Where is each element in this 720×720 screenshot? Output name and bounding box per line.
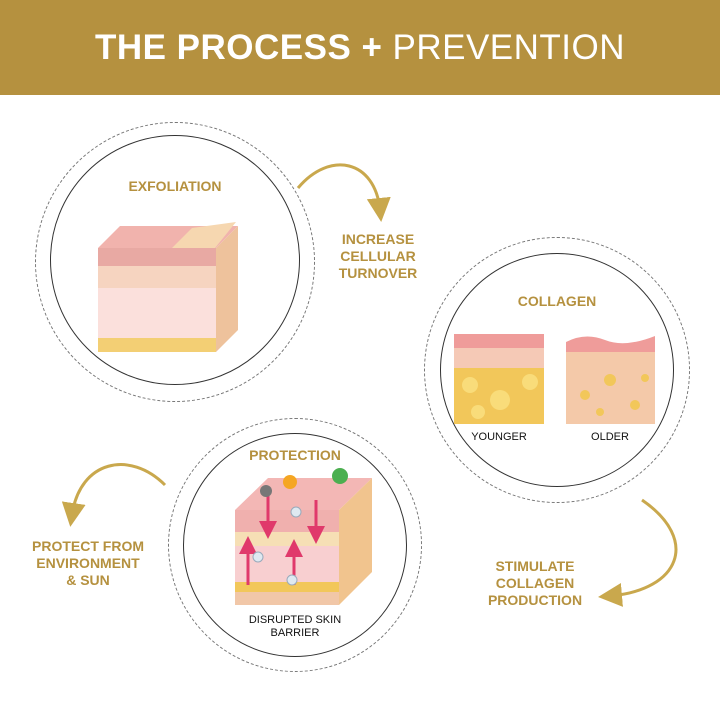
collagen-circle <box>440 253 674 487</box>
collagen-older-illustration <box>566 336 655 424</box>
protection-caption: DISRUPTED SKIN BARRIER <box>220 614 370 640</box>
collagen-dashed-ring <box>424 237 690 503</box>
collagen-younger-illustration <box>454 334 544 424</box>
protection-circle <box>183 433 407 657</box>
title-bold: THE PROCESS + <box>94 27 383 67</box>
exfoliation-skin-illustration <box>98 222 238 352</box>
label-line: STIMULATE <box>495 558 575 574</box>
protection-title: PROTECTION <box>249 447 341 463</box>
exfoliation-dashed-ring <box>35 122 315 402</box>
title-light: PREVENTION <box>392 27 626 67</box>
arrow-turnover-icon <box>296 163 391 222</box>
label-line: TURNOVER <box>338 265 418 281</box>
protect-label: PROTECT FROM ENVIRONMENT & SUN <box>13 538 163 589</box>
header-banner: THE PROCESS + PREVENTION <box>0 0 720 95</box>
older-label: OLDER <box>591 431 629 443</box>
turnover-label: INCREASE CELLULAR TURNOVER <box>308 231 448 282</box>
caption-line: DISRUPTED SKIN <box>248 614 342 626</box>
younger-label: YOUNGER <box>471 431 527 443</box>
exfoliation-title: EXFOLIATION <box>128 178 222 194</box>
label-line: PROTECT FROM <box>32 538 144 554</box>
collagen-title: COLLAGEN <box>517 293 597 309</box>
exfoliation-circle <box>50 135 300 385</box>
protection-dashed-ring <box>168 418 422 672</box>
label-line: & SUN <box>66 572 110 588</box>
caption-line: BARRIER <box>270 627 320 639</box>
label-line: CELLULAR <box>340 248 416 264</box>
label-line: ENVIRONMENT <box>36 555 140 571</box>
label-line: INCREASE <box>341 231 415 247</box>
stimulate-label: STIMULATE COLLAGEN PRODUCTION <box>465 558 605 609</box>
label-line: PRODUCTION <box>487 592 583 608</box>
protection-skin-illustration <box>235 468 372 605</box>
arrow-stimulate-icon <box>598 498 678 607</box>
label-line: COLLAGEN <box>495 575 575 591</box>
arrow-protect-icon <box>61 463 167 527</box>
